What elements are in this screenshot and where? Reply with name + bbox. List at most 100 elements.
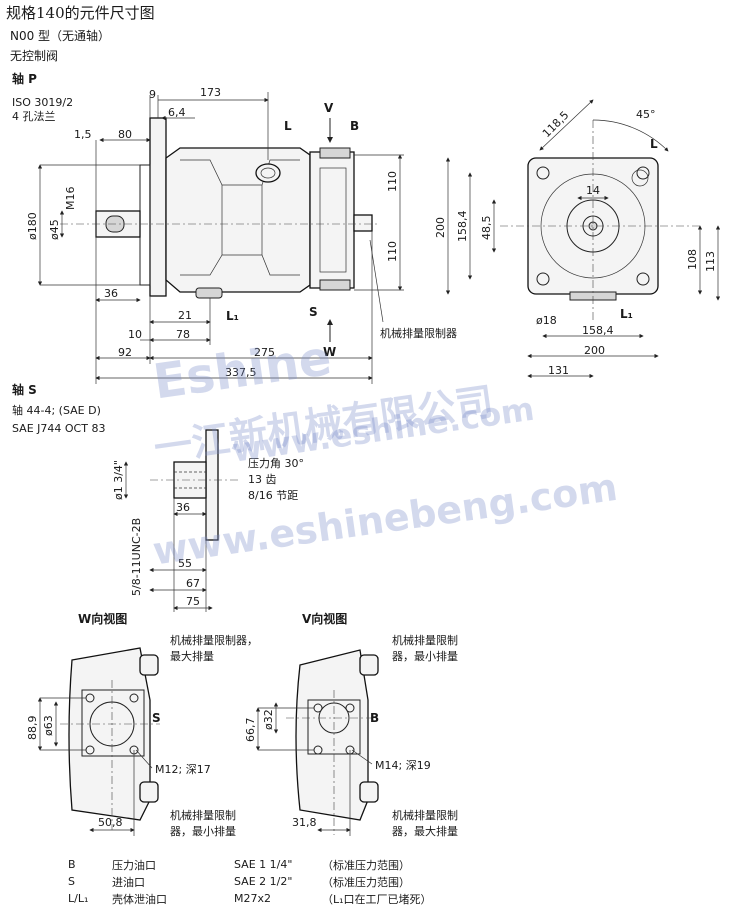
dim-110-lower: 110 <box>386 241 399 262</box>
dim-131: 131 <box>548 364 569 377</box>
view-w-note-bot-2: 器，最小排量 <box>170 825 236 838</box>
dim-110-upper: 110 <box>386 171 399 192</box>
pump-housing <box>165 147 311 293</box>
legend-size: M27x2 <box>234 892 271 905</box>
port-legend: B 压力油口 SAE 1 1/4" （标准压力范围） S 进油口 SAE 2 1… <box>68 856 432 907</box>
label-l-front: L <box>650 137 658 151</box>
variant-label: N00 型（无通轴） <box>10 29 111 43</box>
label-v: V <box>324 101 334 115</box>
label-l1: L₁ <box>226 309 239 323</box>
dim-31-8: 31,8 <box>292 816 317 829</box>
dim-158-4-vertical: 158,4 <box>456 211 469 243</box>
dim-14: 14 <box>586 184 600 197</box>
legend-row: S 进油口 SAE 2 1/2" （标准压力范围） <box>68 873 432 890</box>
shaft-s-spline: 轴 44-4; (SAE D) <box>12 404 101 417</box>
legend-name: 进油口 <box>112 875 145 889</box>
dim-m16: M16 <box>64 187 77 211</box>
dim-337-5: 337,5 <box>225 366 257 379</box>
dim-108: 108 <box>686 249 699 270</box>
view-v-note-top-2: 器，最小排量 <box>392 650 458 663</box>
dim-80: 80 <box>118 128 132 141</box>
view-v-thread: M14; 深19 <box>375 759 431 772</box>
dim-67: 67 <box>186 577 200 590</box>
dim-63: ø63 <box>42 715 55 736</box>
dim-78: 78 <box>176 328 190 341</box>
legend-row: L/L₁ 壳体泄油口 M27x2 （L₁口在工厂已堵死） <box>68 890 432 907</box>
dim-158-4-horizontal: 158,4 <box>582 324 614 337</box>
dim-10: 10 <box>128 328 142 341</box>
dim-32: ø32 <box>262 709 275 730</box>
mounting-flange <box>149 117 167 297</box>
view-w-note-top-2: 最大排量 <box>170 650 214 663</box>
view-v: 66,7 ø32 31,8 B <box>244 649 379 836</box>
dim-66-7: 66,7 <box>244 718 257 743</box>
view-w-note-top-1: 机械排量限制器， <box>170 634 258 647</box>
view-w: 88,9 ø63 50,8 S <box>26 647 161 836</box>
label-w: W <box>323 345 336 359</box>
shaft-s-label: 轴 S <box>12 383 37 397</box>
dim-173: 173 <box>200 86 221 99</box>
dim-75: 75 <box>186 595 200 608</box>
legend-note: （L₁口在工厂已堵死） <box>322 892 432 906</box>
end-cap <box>309 151 355 289</box>
dim-92: 92 <box>118 346 132 359</box>
shaft-s-view: ø1 3/4" 5/8-11UNC-2B 36 55 67 75 <box>112 429 240 612</box>
legend-row: B 压力油口 SAE 1 1/4" （标准压力范围） <box>68 856 432 873</box>
legend-name: 压力油口 <box>112 858 156 872</box>
view-w-body <box>68 647 151 821</box>
dim-18: ø18 <box>536 314 557 327</box>
label-port-s: S <box>152 711 161 725</box>
legend-note: （标准压力范围） <box>322 858 410 872</box>
dim-180: ø180 <box>26 212 39 240</box>
dim-9: 9 <box>149 88 156 101</box>
pressure-angle: 压力角 30° <box>248 457 304 470</box>
dim-113: 113 <box>704 251 717 272</box>
legend-code: L/L₁ <box>68 892 89 905</box>
limiter-label: 机械排量限制器 <box>380 327 457 340</box>
dim-48-5: 48,5 <box>480 216 493 241</box>
legend-name: 壳体泄油口 <box>112 892 167 906</box>
shaft-p-label: 轴 P <box>12 72 37 86</box>
dim-275: 275 <box>254 346 275 359</box>
shaft-s-standard: SAE J744 OCT 83 <box>12 422 106 435</box>
label-l: L <box>284 119 292 133</box>
dim-45-deg: 45° <box>636 108 656 121</box>
label-l1-front: L₁ <box>620 307 633 321</box>
dim-50-8: 50,8 <box>98 816 123 829</box>
dim-200-vertical: 200 <box>434 217 447 238</box>
label-port-b: B <box>370 711 379 725</box>
view-v-note-bot-1: 机械排量限制 <box>392 809 458 822</box>
view-v-note-top-1: 机械排量限制 <box>392 634 458 647</box>
teeth-count: 13 齿 <box>248 473 277 486</box>
dim-45: ø45 <box>48 219 61 240</box>
dim-36-s: 36 <box>176 501 190 514</box>
flange-desc: 4 孔法兰 <box>12 110 56 123</box>
label-s: S <box>309 305 318 319</box>
view-v-title: V向视图 <box>302 612 348 626</box>
view-v-body <box>295 649 369 821</box>
dim-1-3-4: ø1 3/4" <box>112 460 125 500</box>
legend-code: S <box>68 875 75 888</box>
dim-88-9: 88,9 <box>26 716 39 741</box>
pitch: 8/16 节距 <box>248 489 299 502</box>
dim-unc-thread: 5/8-11UNC-2B <box>130 518 143 596</box>
dim-1-5: 1,5 <box>74 128 92 141</box>
dim-200-horizontal: 200 <box>584 344 605 357</box>
view-v-note-bot-2: 器，最大排量 <box>392 825 458 838</box>
page-title: 规格140的元件尺寸图 <box>6 4 155 22</box>
displacement-limiter <box>353 214 373 232</box>
view-w-title: W向视图 <box>78 612 128 626</box>
dim-55: 55 <box>178 557 192 570</box>
front-view: 118,5 45° 200 158,4 48,5 14 ø18 158,4 20… <box>434 99 721 379</box>
dim-36: 36 <box>104 287 118 300</box>
view-w-thread: M12; 深17 <box>155 763 211 776</box>
side-view: 9 173 6,4 1,5 80 ø180 ø45 M16 36 21 10 7… <box>26 86 404 384</box>
legend-note: （标准压力范围） <box>322 875 410 889</box>
view-w-note-bot-1: 机械排量限制 <box>170 809 236 822</box>
legend-code: B <box>68 858 76 871</box>
dim-21: 21 <box>178 309 192 322</box>
flange-standard: ISO 3019/2 <box>12 96 74 109</box>
control-label: 无控制阀 <box>10 49 59 63</box>
label-b: B <box>350 119 359 133</box>
